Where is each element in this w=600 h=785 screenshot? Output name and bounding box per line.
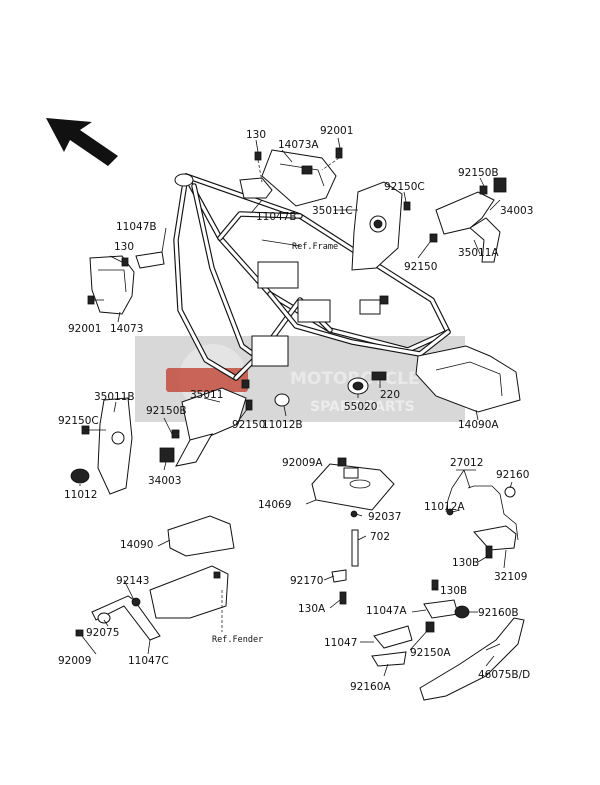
part-label-220: 220 bbox=[380, 389, 400, 401]
seat-lock-27012 bbox=[445, 485, 519, 559]
part-label-92170: 92170 bbox=[290, 575, 323, 587]
stay-11047C bbox=[75, 595, 161, 641]
part-label-11047B-left: 11047B bbox=[116, 221, 157, 233]
part-label-92075: 92075 bbox=[86, 627, 119, 639]
leader-lines bbox=[79, 137, 513, 677]
part-label-92160B: 92160B bbox=[478, 607, 519, 619]
part-label-14069: 14069 bbox=[258, 499, 291, 511]
part-label-92143: 92143 bbox=[116, 575, 149, 587]
part-label-92001-left: 92001 bbox=[68, 323, 101, 335]
ref-fender-label: Ref.Fender bbox=[212, 635, 263, 645]
part-label-11012: 11012 bbox=[64, 489, 97, 501]
ref-frame-label: Ref.Frame bbox=[292, 242, 338, 252]
part-label-702: 702 bbox=[370, 531, 390, 543]
part-label-130: 130 bbox=[246, 129, 266, 141]
part-label-92150C-left: 92150C bbox=[58, 415, 99, 427]
part-label-92037: 92037 bbox=[368, 511, 401, 523]
left-cover-14073 bbox=[87, 251, 165, 315]
right-footrest-35011A bbox=[429, 177, 507, 263]
tool-tray-14069 bbox=[311, 457, 395, 605]
part-label-14073: 14073 bbox=[110, 323, 143, 335]
left-footrest-35011 bbox=[159, 379, 253, 467]
part-label-92009: 92009 bbox=[58, 655, 91, 667]
part-label-130B-lower: 130B bbox=[440, 585, 467, 597]
part-label-11047C: 11047C bbox=[128, 655, 169, 667]
part-label-11012A: 11012A bbox=[424, 501, 465, 513]
part-label-27012: 27012 bbox=[450, 457, 483, 469]
part-label-92150-mid: 92150 bbox=[232, 419, 265, 431]
part-label-35011B: 35011B bbox=[94, 391, 135, 403]
part-label-92150A: 92150A bbox=[410, 647, 451, 659]
rear-cover-14073A bbox=[239, 147, 343, 207]
part-label-92150: 92150 bbox=[404, 261, 437, 273]
left-plate-35011B bbox=[70, 397, 133, 495]
part-label-92150B-left: 92150B bbox=[146, 405, 187, 417]
part-label-92150C: 92150C bbox=[384, 181, 425, 193]
part-label-35011A: 35011A bbox=[458, 247, 499, 259]
battery-case-14090A bbox=[415, 345, 521, 413]
part-label-32109: 32109 bbox=[494, 571, 527, 583]
part-label-34003-left: 34003 bbox=[148, 475, 181, 487]
part-label-14090: 14090 bbox=[120, 539, 153, 551]
right-plate-35011C bbox=[351, 181, 411, 305]
part-label-46075BD: 46075B/D bbox=[478, 669, 530, 681]
part-label-11047B: 11047B bbox=[256, 211, 297, 223]
part-label-92150B: 92150B bbox=[458, 167, 499, 179]
part-label-35011: 35011 bbox=[190, 389, 223, 401]
part-label-11047A: 11047A bbox=[366, 605, 407, 617]
main-frame: Ref.Frame bbox=[173, 173, 451, 381]
part-label-92160: 92160 bbox=[496, 469, 529, 481]
part-labels: 130 14073A 92001 11047B 92150C 35011C 92… bbox=[58, 125, 533, 693]
part-label-14090A: 14090A bbox=[458, 419, 499, 431]
part-label-130-left: 130 bbox=[114, 241, 134, 253]
part-label-130A: 130A bbox=[298, 603, 326, 615]
part-label-11012B: 11012B bbox=[262, 419, 303, 431]
part-label-34003: 34003 bbox=[500, 205, 533, 217]
grommet-parts bbox=[274, 371, 387, 407]
part-label-35011C: 35011C bbox=[312, 205, 353, 217]
part-label-130B-upper: 130B bbox=[452, 557, 479, 569]
stays-11047 bbox=[371, 579, 470, 667]
grab-plate-46075 bbox=[419, 617, 525, 701]
tray-14090: Ref.Fender bbox=[149, 515, 263, 645]
part-label-11047: 11047 bbox=[324, 637, 357, 649]
watermark-subtitle: SPARE PARTS bbox=[310, 399, 415, 415]
part-label-14073A: 14073A bbox=[278, 139, 319, 151]
part-label-92001: 92001 bbox=[320, 125, 353, 137]
part-label-92009A: 92009A bbox=[282, 457, 323, 469]
part-label-92160A: 92160A bbox=[350, 681, 391, 693]
part-label-55020: 55020 bbox=[344, 401, 377, 413]
front-direction-arrow-icon bbox=[46, 118, 118, 166]
